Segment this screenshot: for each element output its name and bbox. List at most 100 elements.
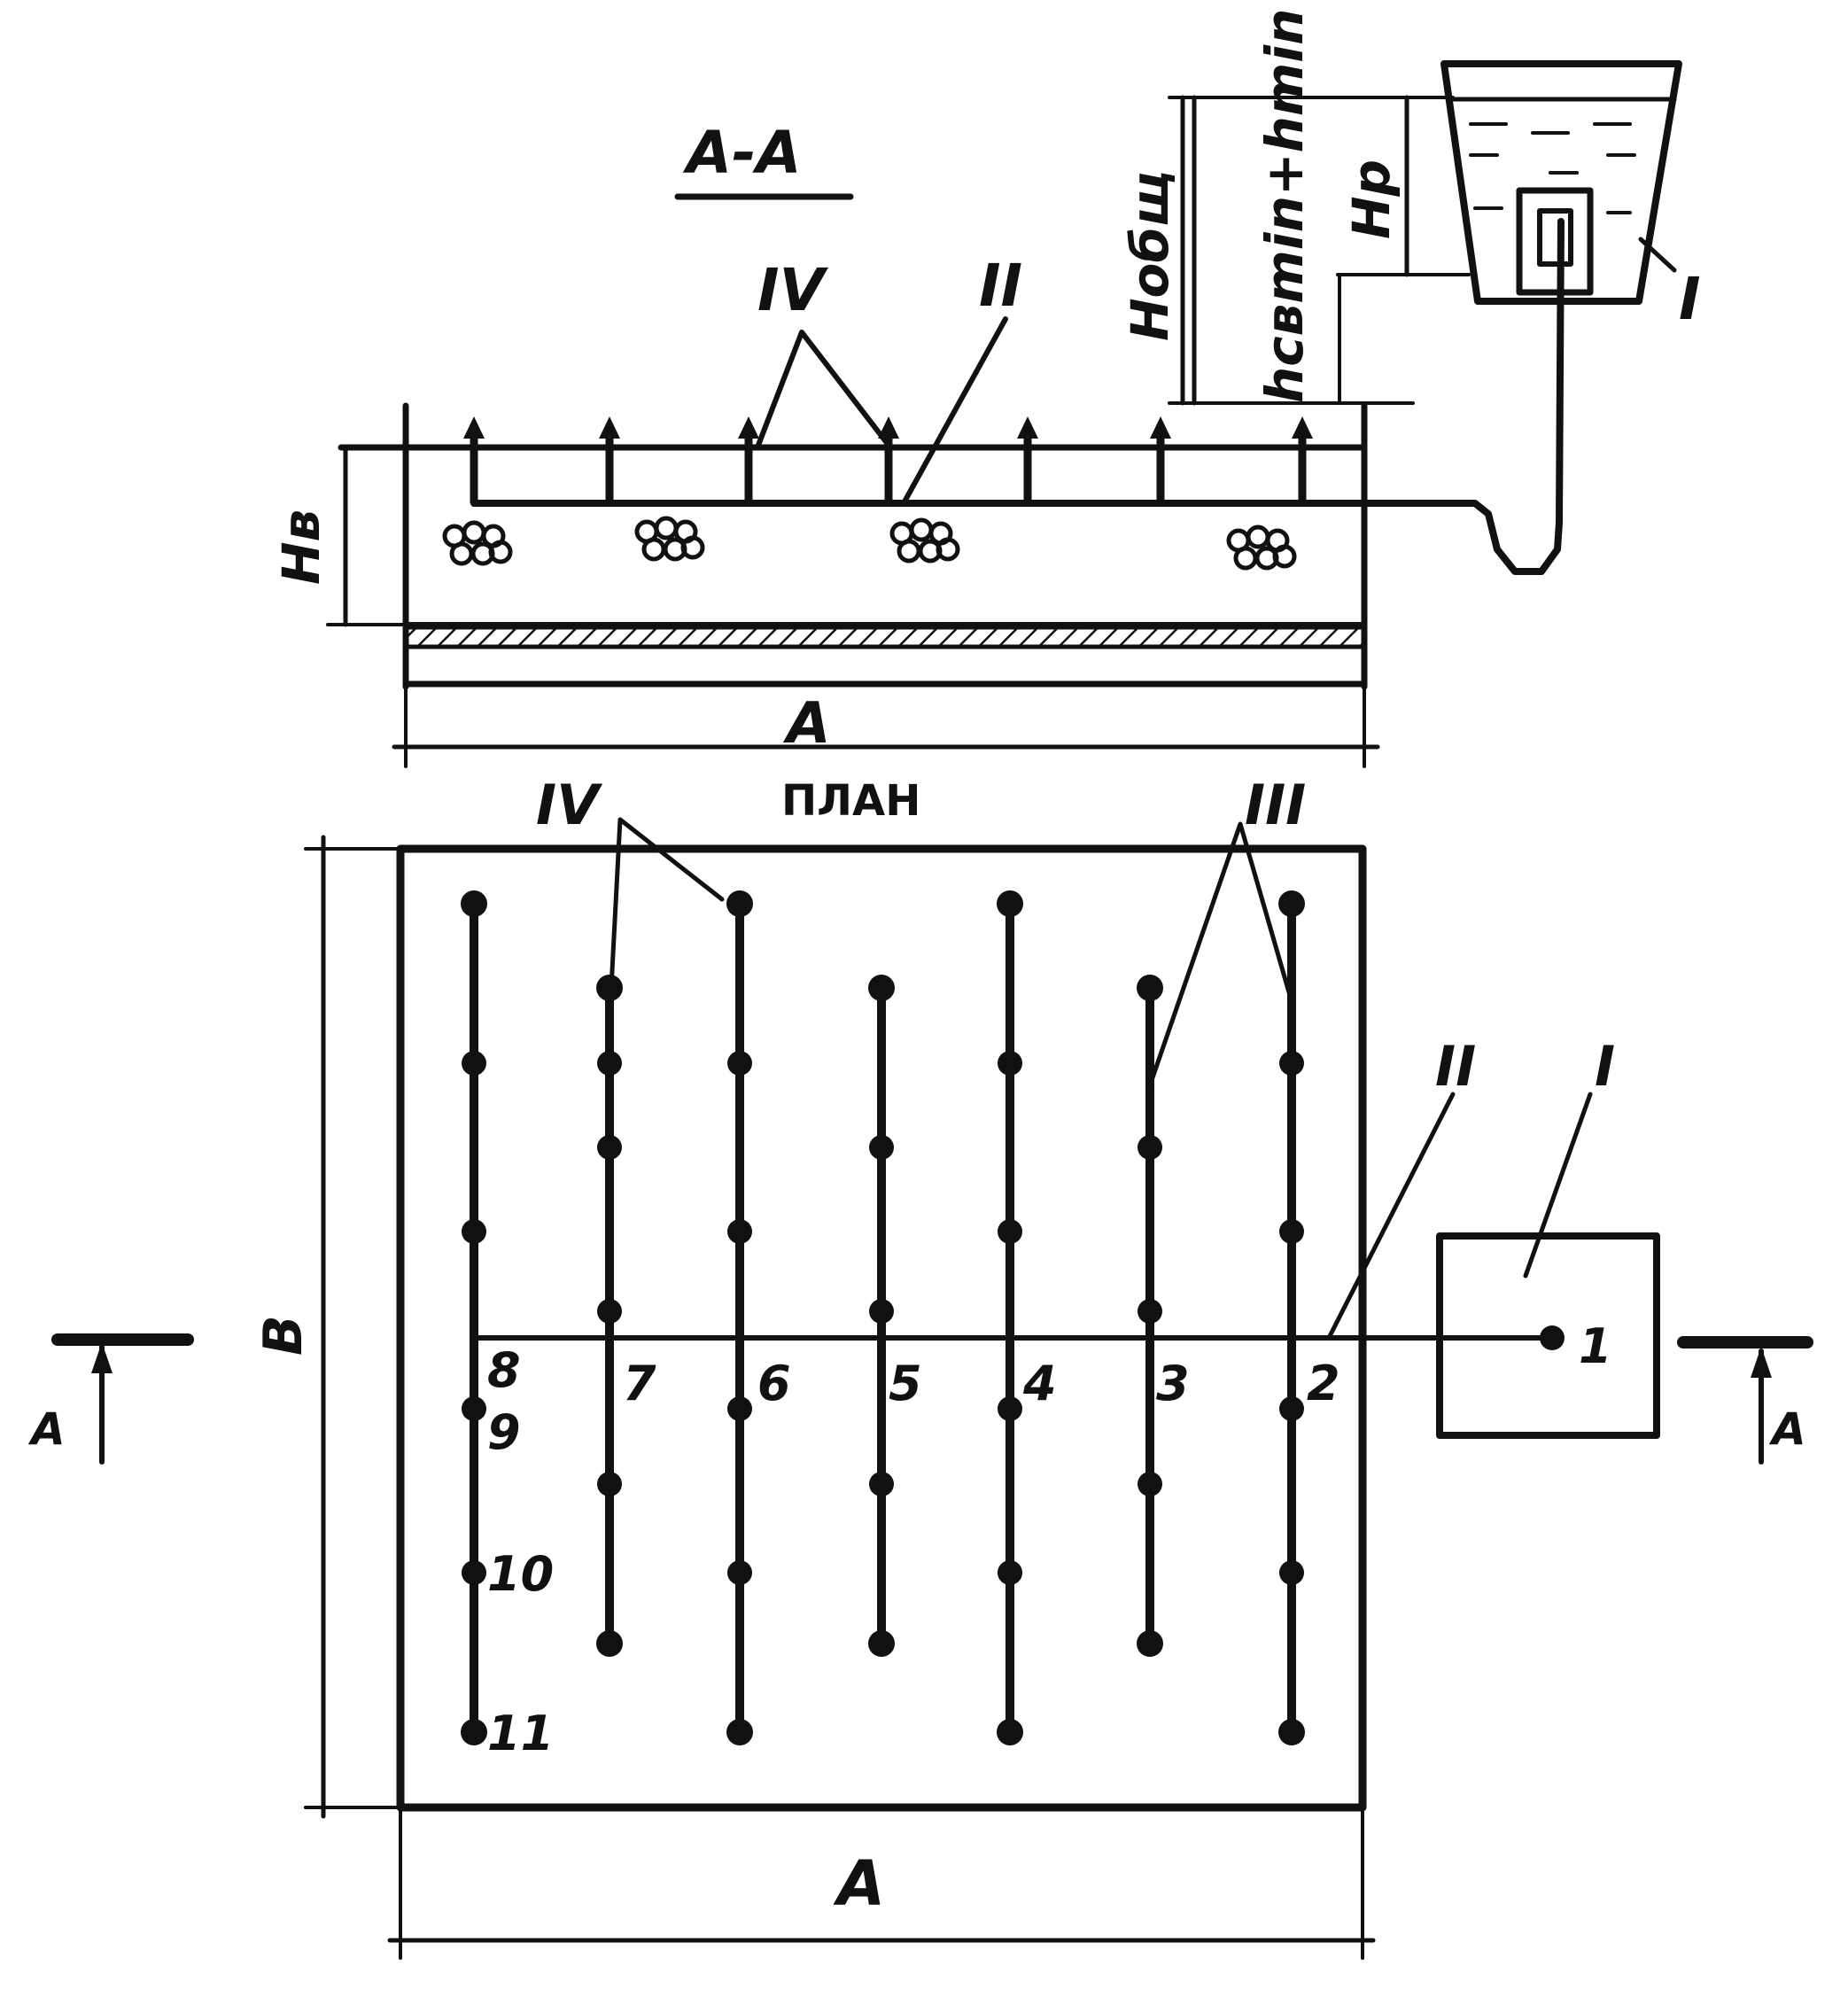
emitter-dot — [462, 1560, 486, 1585]
root-cluster-2 — [634, 516, 705, 562]
emitter-dot — [462, 1219, 486, 1244]
emitter-dot — [597, 1135, 622, 1160]
hv-label: Hв — [271, 509, 331, 585]
node-number-8: 8 — [487, 1342, 521, 1398]
lateral-end-dot — [1278, 1719, 1305, 1745]
emitter-dot — [1279, 1560, 1304, 1585]
root-cluster-1 — [442, 520, 513, 566]
emitter-dot — [597, 1472, 622, 1496]
emitter-dot — [998, 1396, 1022, 1421]
h-sum-label: hсвmin+hmin — [1254, 9, 1315, 403]
section-width-label: A — [782, 691, 831, 757]
lateral-4 — [868, 975, 895, 1657]
plan-pipe-label: II — [1435, 1034, 1476, 1099]
field-outline — [396, 844, 1367, 1812]
plan-pipe-leader — [1326, 1092, 1456, 1341]
section-emitter-3 — [738, 416, 759, 503]
lateral-6 — [1137, 975, 1163, 1657]
plan-view: ПЛАН B A 1 2 3 4 5 6 7 8 9 10 11 IV I — [27, 773, 1813, 1960]
laterals — [461, 890, 1305, 1745]
section-pipe-label: II — [979, 252, 1022, 320]
node-number-7: 7 — [623, 1356, 656, 1411]
emitter-dot — [869, 1299, 894, 1324]
lateral-3 — [726, 890, 753, 1745]
lateral-end-dot — [1278, 890, 1305, 917]
lateral-end-dot — [868, 1630, 895, 1657]
lateral-end-dot — [997, 1719, 1023, 1745]
section-title: А-А — [682, 119, 802, 187]
section-mark-right — [1677, 1336, 1813, 1465]
emitter-dot — [462, 1051, 486, 1076]
emitter-dot — [727, 1219, 752, 1244]
plan-laterals-leader — [1147, 821, 1292, 1088]
lateral-1 — [461, 890, 487, 1745]
section-mark-left — [51, 1333, 194, 1465]
soil-layer-hatch — [403, 625, 1367, 649]
plan-height-label: B — [252, 1315, 314, 1356]
section-emitter-7 — [1292, 416, 1313, 503]
section-emitters — [463, 416, 1313, 503]
emitter-dot — [1138, 1135, 1162, 1160]
plan-tank — [1436, 1232, 1660, 1439]
emitter-dot — [597, 1299, 622, 1324]
section-emitter-1 — [463, 416, 485, 503]
lateral-end-dot — [596, 1630, 623, 1657]
node-number-9: 9 — [487, 1404, 521, 1460]
section-emitters-leader — [755, 330, 893, 450]
plan-laterals-label: III — [1245, 773, 1306, 837]
node-number-10: 10 — [487, 1546, 554, 1602]
node-number-1: 1 — [1579, 1318, 1612, 1374]
plan-tank-label: I — [1595, 1034, 1615, 1099]
section-tank-label: I — [1679, 265, 1701, 333]
emitter-dot — [998, 1219, 1022, 1244]
emitter-dot — [1279, 1396, 1304, 1421]
section-distribution-pipe — [470, 218, 1565, 575]
hp-label: Hp — [1341, 159, 1402, 239]
emitter-dot — [1138, 1472, 1162, 1496]
section-mark-left-label: A — [27, 1403, 66, 1455]
lateral-end-dot — [868, 975, 895, 1001]
section-emitter-2 — [599, 416, 620, 503]
plan-emitters-leader — [609, 817, 725, 991]
emitter-dot — [1279, 1051, 1304, 1076]
node-number-5: 5 — [889, 1356, 922, 1411]
section-emitter-6 — [1150, 416, 1171, 503]
supply-tank — [1440, 60, 1682, 305]
emitter-dot — [869, 1135, 894, 1160]
lateral-end-dot — [726, 1719, 753, 1745]
section-view: А-А Hв A IV II — [271, 9, 1701, 768]
lateral-end-dot — [726, 890, 753, 917]
lateral-end-dot — [461, 890, 487, 917]
emitter-dot — [869, 1472, 894, 1496]
node-number-6: 6 — [757, 1356, 791, 1411]
emitter-dot — [1138, 1299, 1162, 1324]
lateral-5 — [997, 890, 1023, 1745]
lateral-2 — [596, 975, 623, 1657]
emitter-dot — [462, 1396, 486, 1421]
plan-width-label: A — [833, 1847, 885, 1920]
plan-emitters-label: IV — [536, 773, 603, 837]
node-number-3: 3 — [1156, 1356, 1190, 1411]
lateral-end-dot — [997, 890, 1023, 917]
section-tank-leader — [1638, 237, 1677, 273]
section-emitter-5 — [1017, 416, 1038, 503]
section-mark-right-label: A — [1768, 1403, 1806, 1455]
emitter-dot — [1279, 1219, 1304, 1244]
node-number-2: 2 — [1307, 1356, 1340, 1411]
lateral-end-dot — [1137, 975, 1163, 1001]
lateral-end-dot — [461, 1719, 487, 1745]
section-emitter-4 — [878, 416, 899, 503]
lateral-end-dot — [1137, 1630, 1163, 1657]
emitter-dot — [597, 1051, 622, 1076]
root-clusters — [442, 516, 1297, 571]
tank-outlet-node — [1540, 1325, 1565, 1350]
root-cluster-3 — [889, 517, 960, 563]
emitter-dot — [727, 1051, 752, 1076]
root-cluster-4 — [1226, 525, 1297, 571]
emitter-dot — [998, 1051, 1022, 1076]
emitter-dot — [727, 1560, 752, 1585]
node-number-11: 11 — [487, 1706, 554, 1761]
h-total-label: Hобщ — [1120, 170, 1180, 341]
section-pipe-leader — [901, 316, 1008, 506]
